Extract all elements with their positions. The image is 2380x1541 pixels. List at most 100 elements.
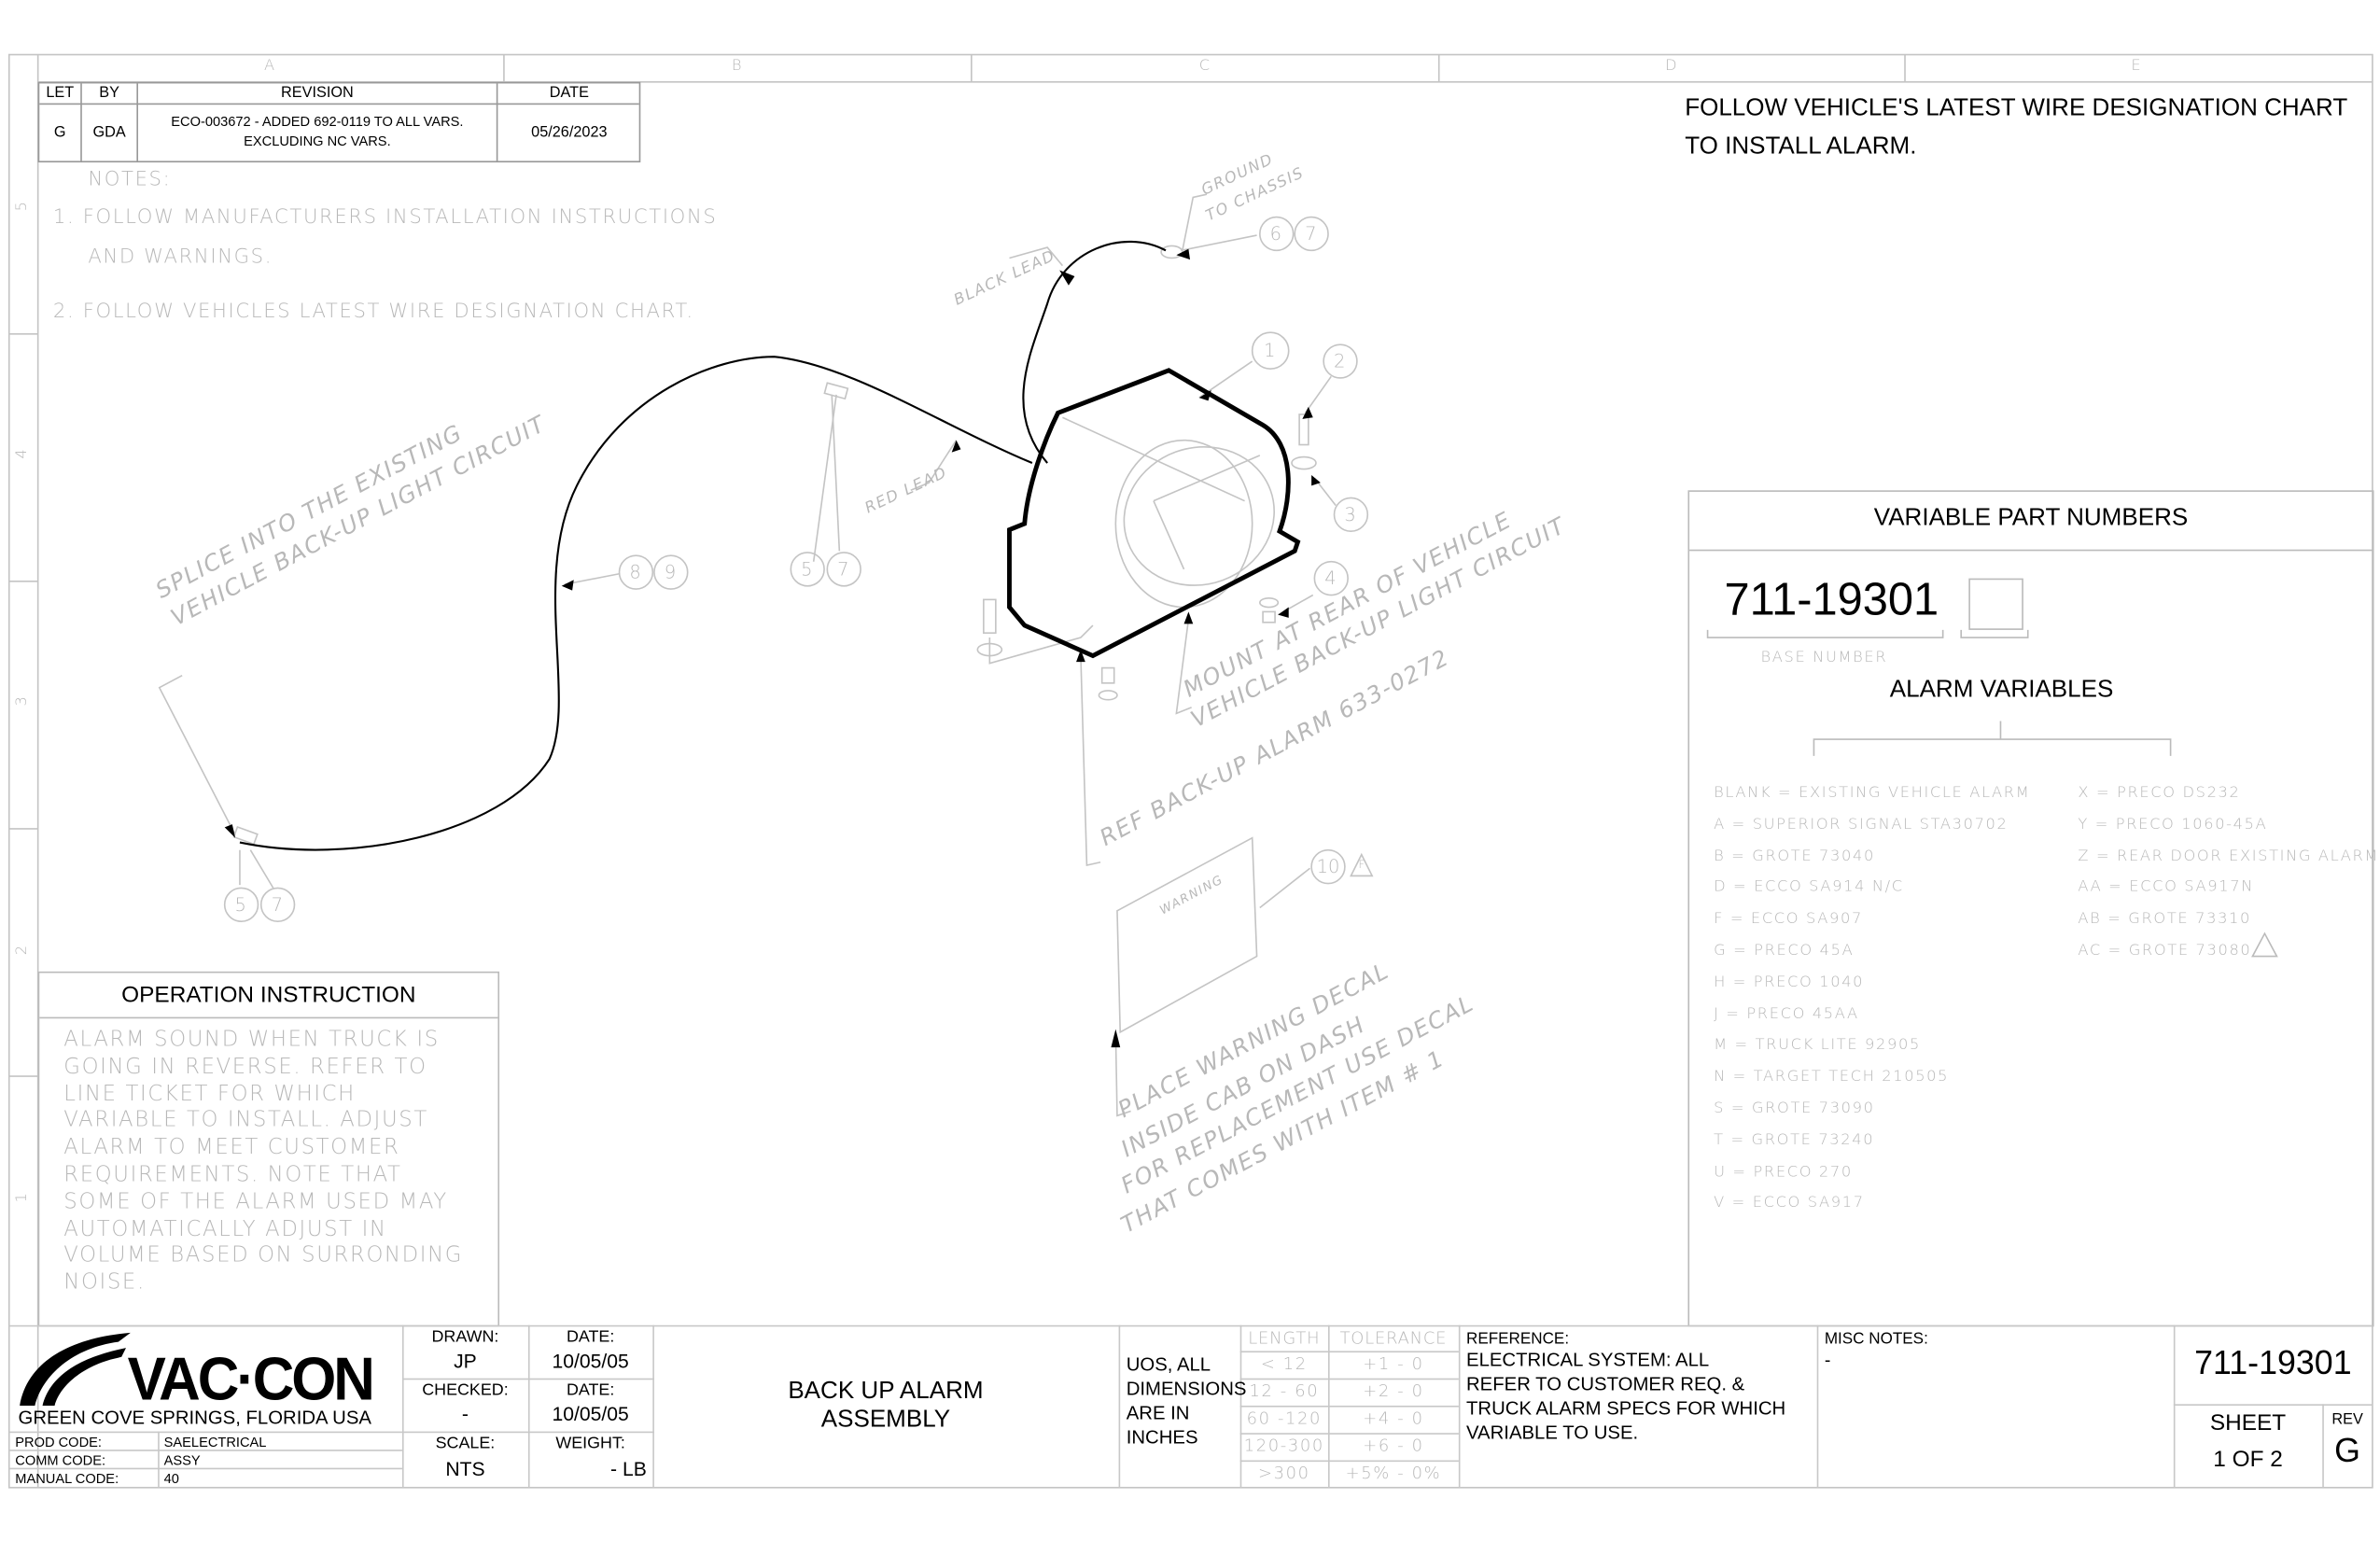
comm-code-label: COMM CODE:	[15, 1452, 106, 1468]
operation-line: REQUIREMENTS. NOTE THAT	[63, 1162, 402, 1187]
black-wire	[1022, 240, 1167, 464]
alarm-variables-left: BLANK = EXISTING VEHICLE ALARM A = SUPER…	[1714, 778, 2030, 1221]
note-2: 2. FOLLOW VEHICLES LATEST WIRE DESIGNATI…	[52, 301, 694, 324]
scale-label: SCALE:	[435, 1434, 496, 1453]
comm-code-value: ASSY	[163, 1452, 201, 1468]
variable-item: BLANK = EXISTING VEHICLE ALARM	[1714, 784, 2031, 802]
rev-header-let: LET	[46, 85, 75, 102]
variable-item: J = PRECO 45AA	[1714, 1005, 1859, 1023]
rev-header-date: DATE	[549, 85, 589, 102]
scale-value: NTS	[445, 1457, 485, 1480]
balloon-1: 1	[1264, 340, 1278, 362]
variable-item: B = GROTE 73040	[1714, 848, 1875, 865]
balloon-7c: 7	[271, 893, 285, 916]
variable-item: G = PRECO 45A	[1714, 942, 1855, 960]
rev-header-by: BY	[99, 85, 119, 102]
misc-notes-label: MISC NOTES:	[1824, 1329, 1928, 1349]
reference-text: ELECTRICAL SYSTEM: ALL REFER TO CUSTOMER…	[1466, 1348, 1785, 1445]
zone-row-3: 3	[13, 694, 31, 707]
tolerance-length: >300	[1258, 1463, 1310, 1483]
top-note-line1: FOLLOW VEHICLE'S LATEST WIRE DESIGNATION…	[1685, 95, 2348, 122]
tolerance-value: +1 - 0	[1363, 1353, 1424, 1374]
balloon-5b: 5	[234, 893, 248, 916]
drawing-title-2: ASSEMBLY	[820, 1407, 951, 1434]
balloon-9: 9	[664, 561, 678, 583]
tolerance-value: +6 - 0	[1363, 1436, 1424, 1456]
units-line: ARE IN	[1126, 1402, 1190, 1424]
checked-date: 10/05/05	[552, 1402, 629, 1426]
reference-line: REFER TO CUSTOMER REQ. &	[1466, 1373, 1745, 1395]
balloon-8: 8	[629, 561, 643, 583]
variable-part-numbers-panel: VARIABLE PART NUMBERS 711-19301 BASE NUM…	[1687, 490, 2377, 1327]
operation-line: VARIABLE TO INSTALL. ADJUST	[63, 1108, 428, 1133]
drawn-label: DRAWN:	[431, 1328, 499, 1347]
operation-line: LINE TICKET FOR WHICH	[63, 1081, 356, 1106]
red-wire	[239, 356, 1033, 851]
operation-title: OPERATION INSTRUCTION	[121, 982, 416, 1008]
variable-item: H = PRECO 1040	[1714, 974, 1865, 991]
tolerance-length: 60 -120	[1246, 1408, 1323, 1429]
balloon-4: 4	[1324, 567, 1338, 590]
rev-let: G	[53, 124, 66, 142]
rev-date: 05/26/2023	[531, 124, 608, 142]
zone-row-1: 1	[13, 1191, 31, 1203]
note-1: 1. FOLLOW MANUFACTURERS INSTALLATION INS…	[52, 206, 718, 230]
zone-row-5: 5	[13, 200, 31, 212]
variable-item: AB = GROTE 73310	[2078, 911, 2252, 928]
zone-col-d: D	[1665, 57, 1679, 75]
variable-item: N = TARGET TECH 210505	[1714, 1069, 1950, 1086]
variable-item: AC = GROTE 73080	[2078, 942, 2252, 960]
operation-line: NOISE.	[63, 1270, 146, 1296]
tolerance-value: +2 - 0	[1363, 1380, 1424, 1402]
weight-value: - LB	[610, 1457, 647, 1480]
checked-label: CHECKED:	[422, 1380, 509, 1400]
units-line: UOS, ALL	[1126, 1353, 1211, 1376]
balloon-6: 6	[1269, 223, 1283, 245]
zone-col-b: B	[731, 57, 744, 75]
rev-header-revision: REVISION	[281, 85, 354, 102]
reference-line: VARIABLE TO USE.	[1466, 1422, 1639, 1444]
sheet-label: SHEET	[2209, 1409, 2287, 1436]
balloon-2: 2	[1333, 350, 1348, 372]
base-number-label: BASE NUMBER	[1760, 650, 1888, 666]
part-number: 711-19301	[2194, 1343, 2352, 1381]
operation-line: AUTOMATICALLY ADJUST IN	[63, 1216, 387, 1241]
balloon-3: 3	[1344, 503, 1358, 525]
checked-value: -	[461, 1402, 469, 1426]
tolerance-value: +4 - 0	[1363, 1408, 1424, 1429]
tolerance-value: +5% - 0%	[1345, 1463, 1442, 1483]
variable-item: Z = REAR DOOR EXISTING ALARM	[2078, 848, 2380, 865]
rev-description-2: EXCLUDING NC VARS.	[244, 133, 391, 149]
tolerance-header-tolerance: TOLERANCE	[1339, 1328, 1448, 1349]
revision-table: LET BY REVISION DATE G GDA ECO-003672 - …	[37, 81, 641, 163]
alarm-outline	[1007, 368, 1301, 659]
drawn-value: JP	[454, 1349, 477, 1373]
sheet-border	[7, 53, 2373, 1489]
variable-item: F = ECCO SA907	[1714, 911, 1863, 928]
units-line: INCHES	[1126, 1426, 1198, 1449]
operation-text: ALARM SOUND WHEN TRUCK IS GOING IN REVER…	[63, 1028, 463, 1297]
variable-item: V = ECCO SA917	[1714, 1195, 1865, 1212]
variable-item: T = GROTE 73240	[1714, 1131, 1875, 1149]
note-1-cont: AND WARNINGS.	[88, 245, 273, 269]
operation-line: ALARM TO MEET CUSTOMER	[63, 1135, 400, 1160]
alarm-variables-title: ALARM VARIABLES	[1889, 677, 2114, 703]
zone-col-e: E	[2131, 57, 2143, 75]
tolerance-header-length: LENGTH	[1248, 1328, 1321, 1349]
title-block: VAC·CON GREEN COVE SPRINGS, FLORIDA USA …	[8, 1324, 2373, 1488]
prod-code-value: SAELECTRICAL	[163, 1434, 267, 1450]
variable-item: AA = ECCO SA917N	[2078, 879, 2255, 897]
tolerance-length: < 12	[1260, 1353, 1308, 1374]
zone-col-a: A	[263, 57, 276, 75]
balloon-5: 5	[801, 558, 815, 581]
vaccon-swoosh-icon	[20, 1332, 131, 1406]
revision-flag-icon: F	[1358, 859, 1365, 872]
tolerance-length: 12 - 60	[1249, 1380, 1320, 1402]
reference-line: ELECTRICAL SYSTEM: ALL	[1466, 1349, 1710, 1371]
tolerance-length: 120-300	[1243, 1436, 1324, 1456]
manual-code-value: 40	[163, 1470, 179, 1487]
balloon-10: 10	[1316, 856, 1340, 878]
operation-instruction-panel: OPERATION INSTRUCTION ALARM SOUND WHEN T…	[37, 971, 500, 1327]
